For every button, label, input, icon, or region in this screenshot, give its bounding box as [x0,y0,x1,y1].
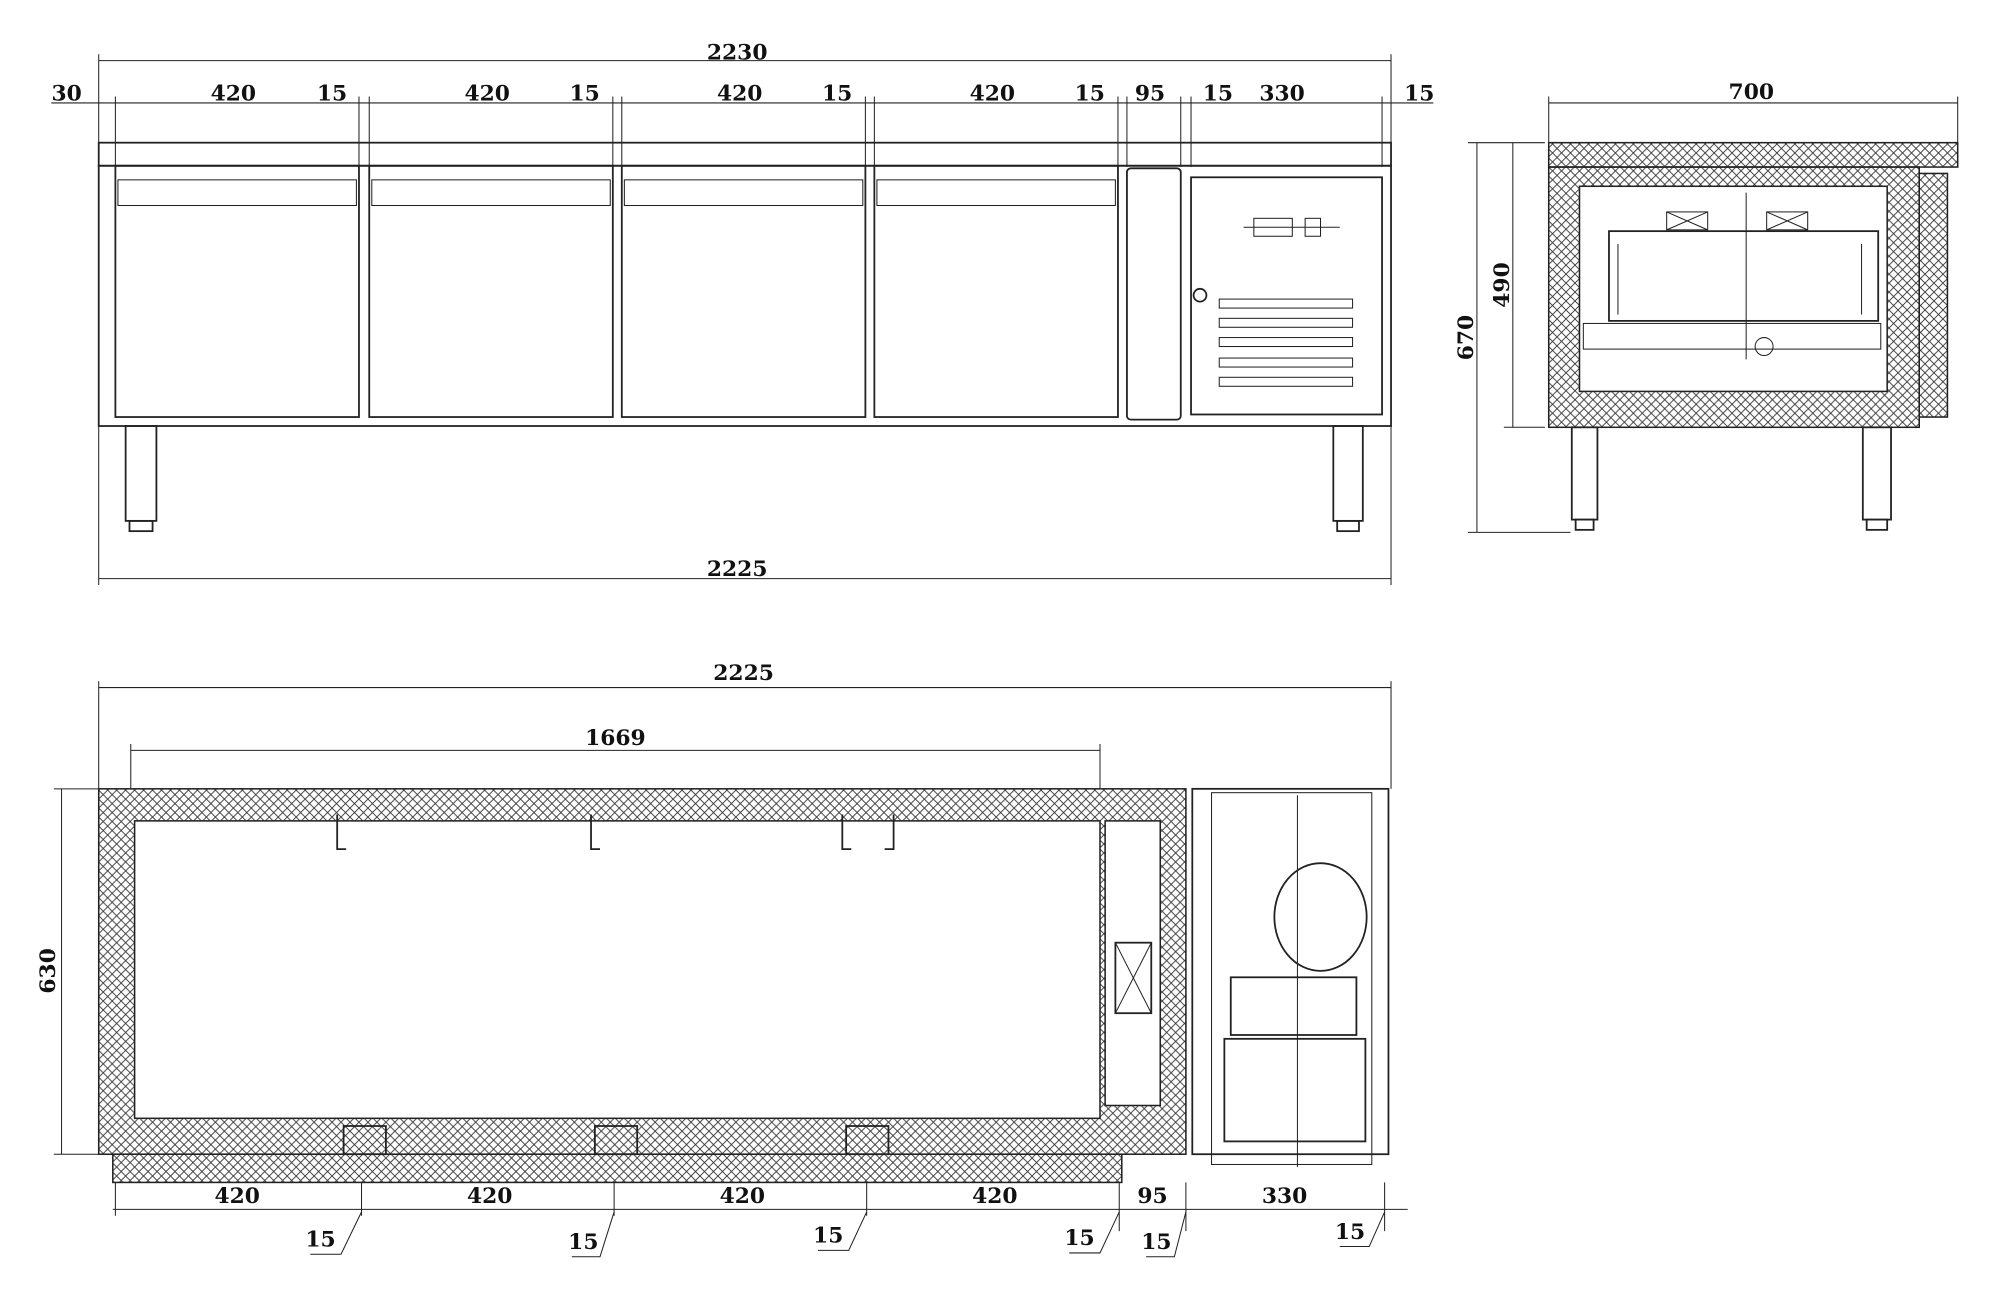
dim-ticks [114,96,1383,168]
inner-cavity [1578,185,1888,393]
dim-seg: 420 [717,81,762,106]
leg [1861,426,1892,521]
dim-gap: 15 [1335,1220,1365,1245]
dim-gap: 15 [305,1228,335,1253]
door-strip [112,1153,1123,1184]
dim-bottom: 95 [1137,1184,1167,1209]
dim-seg: 330 [1259,81,1304,106]
dim-seg: 420 [211,81,256,106]
storage-cavity [133,820,1101,1120]
door-section [1918,172,1949,418]
dim-gap: 15 [1141,1230,1171,1255]
dim-seg: 420 [464,81,509,106]
leg [124,425,158,522]
leg [1570,426,1599,521]
dim-overall: 2225 [713,661,774,686]
doors [114,164,1119,418]
dim-bottom: 420 [720,1184,765,1209]
dim-height-body: 490 [1490,262,1515,307]
compressor-coil [1273,862,1368,972]
leg [1332,425,1364,522]
dim-seg: 95 [1135,81,1165,106]
dim-seg: 15 [569,81,599,106]
dim-seg: 420 [970,81,1015,106]
dim-inner: 1669 [585,726,646,751]
compressor-bay [1191,787,1390,1156]
shelf-hooks [336,814,895,850]
condenser [1223,1037,1367,1143]
dim-seg: 15 [1404,81,1434,106]
side-view: 700 670 490 [1454,80,1959,533]
dim-seg: 15 [1203,81,1233,106]
dim-ticks [114,1182,1386,1232]
lock-icon [1192,287,1208,303]
compressor-panel [1190,176,1383,416]
dim-height-total: 670 [1454,315,1479,360]
compressor [1229,976,1358,1036]
dim-seg: 30 [52,81,82,106]
cabinet-body [97,164,1392,427]
front-view: 2230 30 420 15 420 15 420 15 420 15 95 1… [51,40,1434,585]
dim-seg: 15 [317,81,347,106]
dim-bottom: 420 [467,1184,512,1209]
hinges [342,1125,890,1156]
dim-seg: 15 [1075,81,1105,106]
gap-leaders [310,1211,1386,1258]
dim-seg: 15 [822,81,852,106]
dim-depth: 700 [1729,80,1774,105]
dim-overall-bottom: 2225 [707,557,768,582]
dim-depth: 630 [36,948,61,993]
dim-overall-top: 2230 [707,40,768,65]
dim-gap: 15 [813,1224,843,1249]
dim-gap: 15 [568,1230,598,1255]
dim-bottom: 420 [972,1184,1017,1209]
dim-bottom: 330 [1262,1184,1307,1209]
top-view: 2225 1669 630 420 [36,661,1408,1258]
dim-gap: 15 [1064,1226,1094,1251]
vent-louvers [1218,298,1354,387]
evaporator [1608,230,1880,322]
top-slab [1547,141,1959,168]
dim-bottom: 420 [214,1184,259,1209]
vent-panel [1126,167,1182,421]
countertop [97,141,1392,167]
